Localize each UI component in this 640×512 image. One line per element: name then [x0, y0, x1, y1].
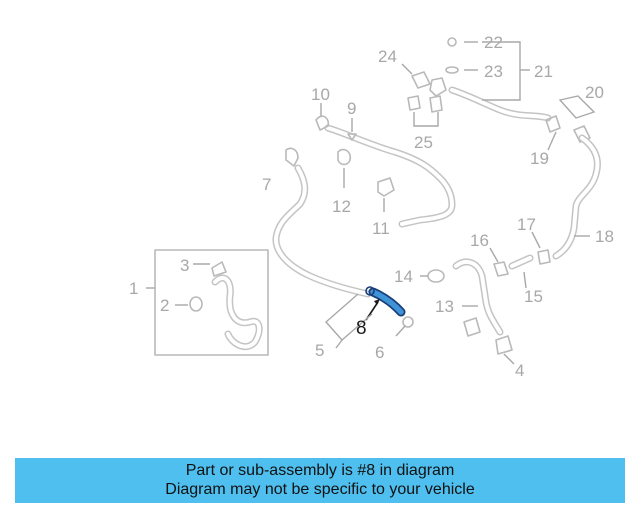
callout-6[interactable]: 6 — [375, 343, 384, 362]
callout-5[interactable]: 5 — [315, 341, 324, 360]
fittings-24-25 — [401, 63, 447, 127]
coolant-line-7 — [272, 147, 372, 298]
callout-17[interactable]: 17 — [517, 215, 536, 234]
callout-11[interactable]: 11 — [372, 219, 390, 238]
pipe-13 — [420, 258, 504, 337]
lower-hose-assembly — [175, 261, 263, 350]
upper-hose-21 — [445, 37, 552, 122]
hose-15 — [489, 247, 534, 289]
callout-7[interactable]: 7 — [262, 175, 271, 194]
callout-24[interactable]: 24 — [378, 47, 397, 66]
callout-13[interactable]: 13 — [435, 297, 454, 316]
callout-21[interactable]: 21 — [534, 62, 553, 81]
parts-diagram: 1 2 3 4 5 6 7 8 9 10 11 12 13 14 15 16 1… — [129, 33, 614, 380]
callout-18[interactable]: 18 — [595, 227, 614, 246]
heater-hose-9 — [324, 118, 456, 228]
callout-15[interactable]: 15 — [524, 287, 543, 306]
callout-8[interactable]: 8 — [356, 318, 367, 339]
bracket-4 — [495, 335, 515, 365]
callout-19[interactable]: 19 — [530, 149, 549, 168]
callout-3[interactable]: 3 — [180, 256, 189, 275]
bracket-5 — [325, 293, 373, 349]
callout-2[interactable]: 2 — [160, 296, 169, 315]
clip-12 — [337, 148, 352, 188]
assembly-1-box — [146, 249, 269, 356]
valve-11 — [377, 177, 395, 212]
clip-10 — [315, 103, 330, 131]
callout-labels: 1 2 3 4 5 6 7 8 9 10 11 12 13 14 15 16 1… — [129, 33, 614, 380]
callout-14[interactable]: 14 — [394, 267, 413, 286]
banner-line-1: Part or sub-assembly is #8 in diagram — [185, 462, 455, 479]
callout-23[interactable]: 23 — [484, 62, 503, 81]
clamp-17 — [531, 231, 551, 265]
callout-10[interactable]: 10 — [311, 85, 330, 104]
callout-25[interactable]: 25 — [414, 133, 433, 152]
callout-22[interactable]: 22 — [484, 33, 503, 52]
callout-1[interactable]: 1 — [129, 279, 138, 298]
hose-19-20 — [545, 95, 601, 260]
info-banner: Part or sub-assembly is #8 in diagram Di… — [15, 458, 625, 503]
callout-16[interactable]: 16 — [470, 231, 489, 250]
part-8-highlighted-hose[interactable] — [365, 286, 406, 321]
callout-12[interactable]: 12 — [332, 197, 351, 216]
banner-line-2: Diagram may not be specific to your vehi… — [165, 481, 475, 498]
callout-9[interactable]: 9 — [347, 99, 356, 118]
clamp-6 — [395, 316, 414, 337]
callout-4[interactable]: 4 — [515, 361, 524, 380]
callout-20[interactable]: 20 — [585, 83, 604, 102]
